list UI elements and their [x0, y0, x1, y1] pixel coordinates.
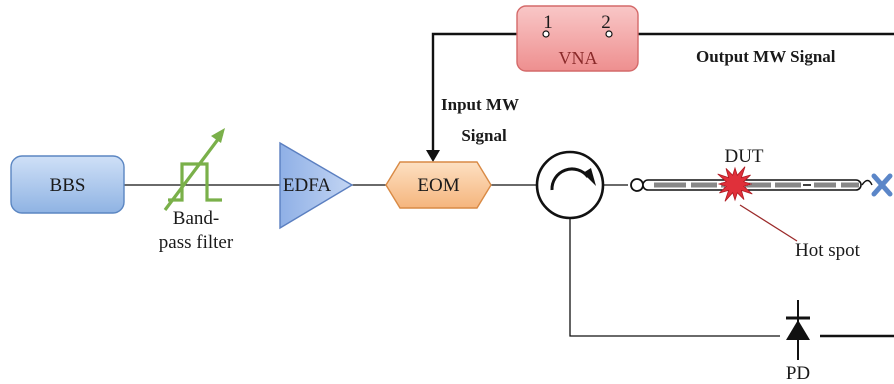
- filter-arrowhead-icon: [211, 128, 225, 143]
- bbs-source: BBS: [10, 155, 125, 214]
- dut-end-cap: [861, 179, 873, 186]
- hot-spot-label: Hot spot: [795, 240, 861, 261]
- input-mw-line: [431, 32, 546, 152]
- dut-fiber: DUT: [630, 146, 893, 197]
- vna-port1-connector: [542, 30, 550, 38]
- photodetector: PD: [786, 300, 810, 384]
- hot-spot: Hot spot: [717, 166, 861, 261]
- fiber-circulator-pd: [569, 219, 780, 337]
- input-mw-label-line1: Input MW: [441, 95, 519, 114]
- fiber-end-cross-icon: [871, 173, 893, 197]
- vna-port2-connector: [605, 30, 613, 38]
- diode-icon: [786, 320, 810, 340]
- circulator-arrowhead-icon: [583, 168, 596, 186]
- optical-path: [124, 184, 780, 337]
- filter-label-line1: Band-: [173, 208, 219, 229]
- filter-shape-icon: [168, 162, 222, 202]
- hot-spot-burst-icon: [717, 166, 753, 202]
- vna-analyzer: VNA 1 2: [516, 5, 639, 72]
- dut-input-connector: [630, 178, 644, 192]
- vna-port1-label: 1: [543, 12, 553, 33]
- circulator-body: [535, 150, 605, 220]
- eom-modulator: EOM: [385, 161, 492, 209]
- pd-label: PD: [786, 363, 810, 384]
- vna-port2-label: 2: [601, 12, 611, 33]
- optical-circulator: [535, 150, 605, 220]
- hot-spot-leader: [739, 204, 798, 242]
- bbs-label: BBS: [50, 175, 86, 196]
- edfa-amplifier: EDFA: [279, 141, 354, 230]
- bbs-box: [10, 155, 125, 214]
- eom-hexagon: [385, 161, 492, 209]
- vna-box: [516, 5, 639, 72]
- edfa-label: EDFA: [283, 175, 331, 196]
- filter-label-line2: pass filter: [159, 232, 234, 253]
- edfa-triangle: [279, 141, 354, 230]
- filter-tuning-arrow: [163, 133, 224, 211]
- dut-label: DUT: [724, 146, 763, 167]
- input-mw-label-line2: Signal: [461, 126, 507, 145]
- input-mw-arrowhead: [426, 150, 440, 162]
- vna-label: VNA: [559, 48, 598, 68]
- bandpass-filter: Band- pass filter: [159, 128, 234, 253]
- output-mw-label: Output MW Signal: [696, 47, 836, 66]
- microwave-path: [431, 32, 894, 338]
- eom-label: EOM: [417, 175, 459, 196]
